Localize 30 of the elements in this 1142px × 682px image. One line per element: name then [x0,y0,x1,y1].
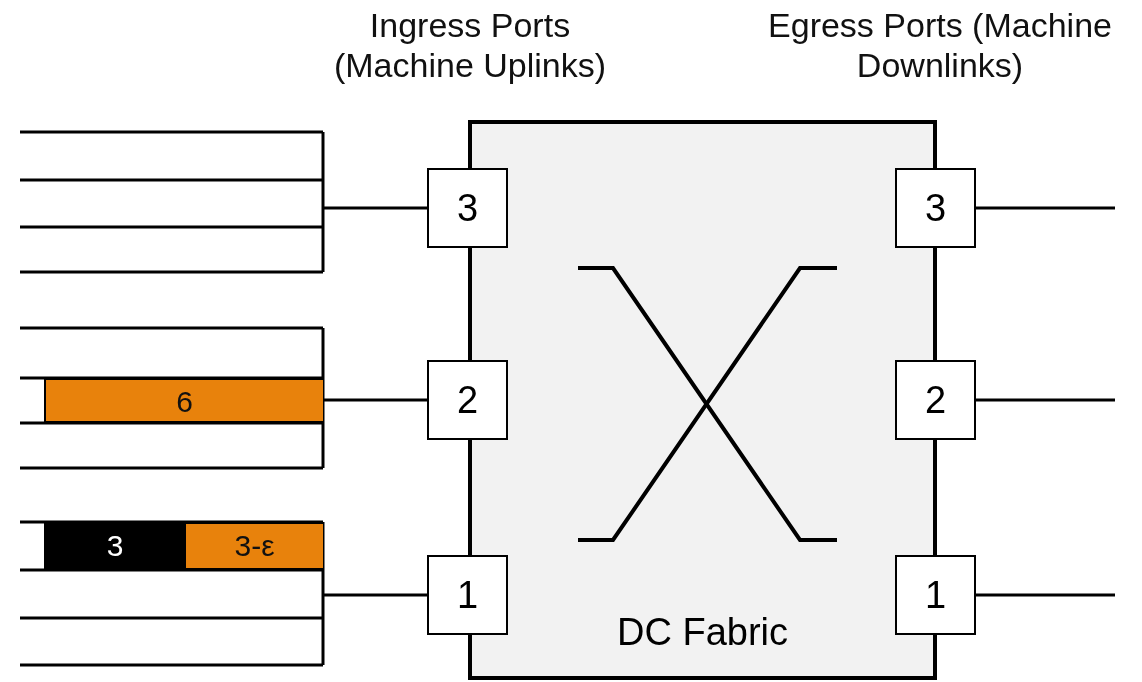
port-number: 1 [923,573,948,618]
bar-value: 3 [105,528,125,564]
connector-line [323,398,427,402]
port-number: 1 [455,573,480,618]
port-box [427,360,508,440]
queue-drawing [20,132,323,272]
bar-value: 3-ε [233,528,276,564]
connector-line [976,206,1115,210]
bar-value: 6 [175,384,194,420]
port-number: 3 [455,186,480,231]
connector-line [323,206,427,210]
port-box [895,168,976,248]
port-box [427,555,508,635]
queue-drawing [20,522,323,665]
port-box [895,360,976,440]
column-heading: Egress Ports (Machine Downlinks) [767,5,1113,85]
queue-drawing [20,328,323,468]
queue-bar [44,522,184,570]
connector-line [976,398,1115,402]
connector-line [976,593,1115,597]
port-number: 2 [923,378,948,423]
column-heading: Ingress Ports (Machine Uplinks) [332,5,608,85]
queue-bar [44,378,323,423]
connector-line [323,593,427,597]
port-number: 3 [923,186,948,231]
queue-bar [184,522,323,570]
port-number: 2 [455,378,480,423]
port-box [895,555,976,635]
fabric-label: DC Fabric [616,610,789,654]
port-box [427,168,508,248]
